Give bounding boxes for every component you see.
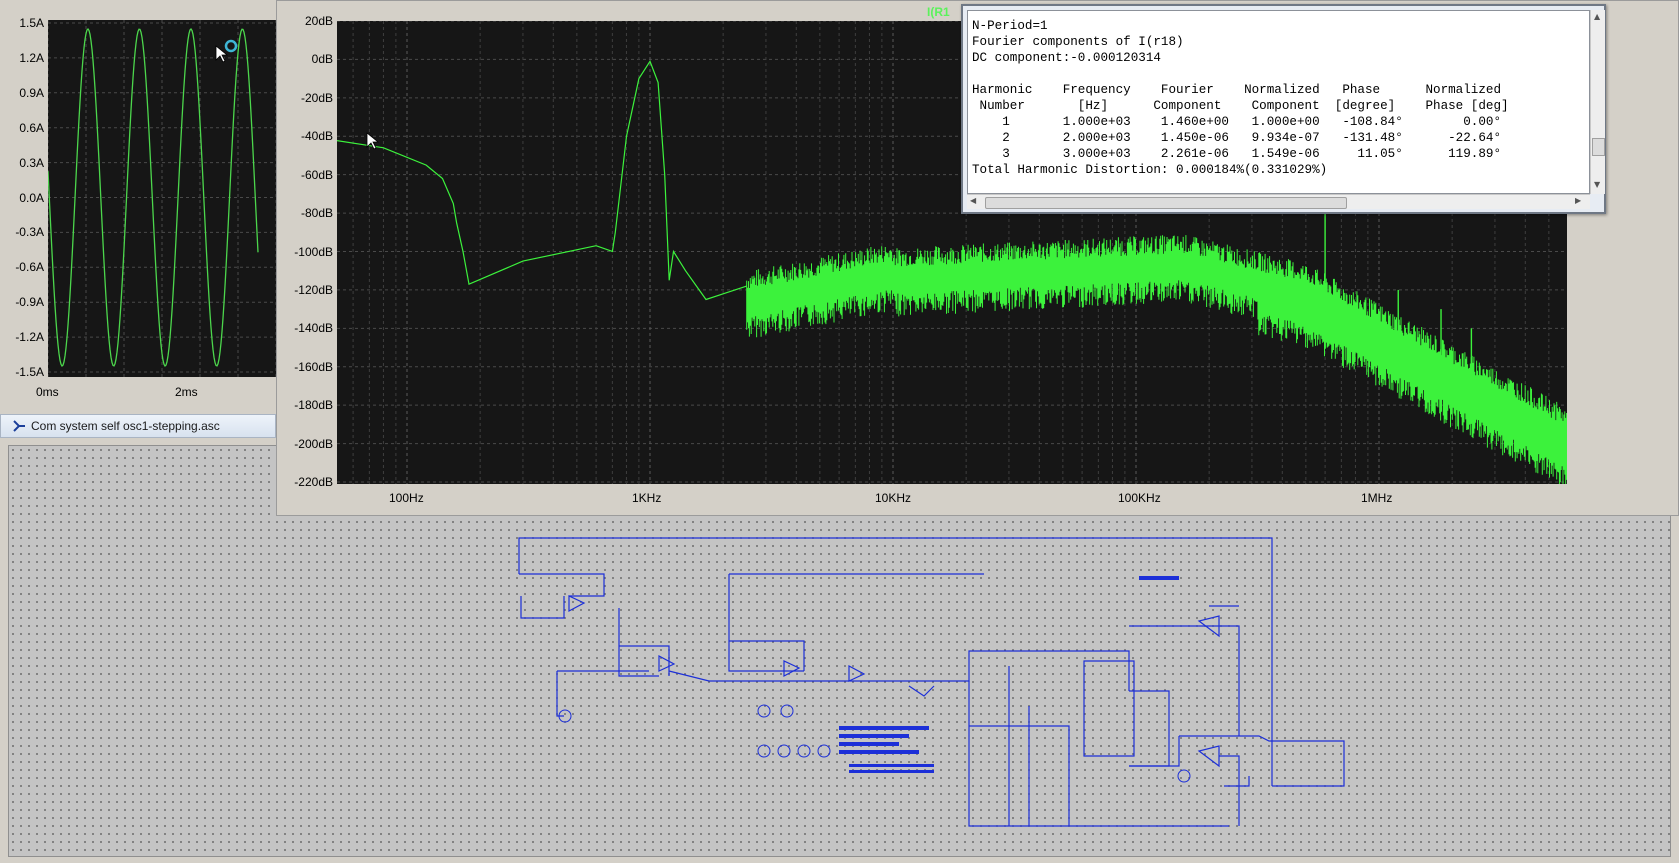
scroll-left-arrow-icon[interactable]: ◀ — [970, 196, 977, 205]
transient-y-tick: 1.2A — [19, 50, 44, 65]
busy-cursor-icon — [215, 39, 238, 63]
fourier-line: N-Period=1 — [972, 19, 1048, 33]
fft-y-tick: -120dB — [294, 282, 333, 297]
fourier-horizontal-scrollbar[interactable]: ◀ ▶ — [967, 194, 1590, 209]
transient-y-tick: -0.3A — [15, 225, 44, 240]
transient-waveform-svg — [47, 20, 277, 377]
scroll-right-arrow-icon[interactable]: ▶ — [1575, 196, 1582, 205]
fft-y-tick: -200dB — [294, 436, 333, 451]
fourier-line: 3 3.000e+03 2.261e-06 1.549e-06 11.05° 1… — [972, 147, 1502, 161]
fft-trace-noise — [746, 235, 1568, 488]
mouse-pointer-icon — [366, 132, 380, 150]
fourier-line: 1 1.000e+03 1.460e+00 1.000e+00 -108.84°… — [972, 115, 1502, 129]
schematic-circuit-drawing — [518, 537, 1345, 827]
fft-spectrum-svg — [333, 20, 1568, 488]
transient-plot-area[interactable] — [47, 20, 277, 377]
fourier-line: Fourier components of I(r18) — [972, 35, 1184, 49]
fourier-line: DC component:-0.000120314 — [972, 51, 1161, 65]
fft-trace-label[interactable]: I(R1 — [927, 5, 950, 19]
fourier-line: Harmonic Frequency Fourier Normalized Ph… — [972, 83, 1502, 97]
ltspice-schematic-icon — [13, 420, 25, 432]
fft-y-tick: 0dB — [311, 52, 333, 67]
schematic-window-titlebar[interactable]: Com system self osc1-stepping.asc — [0, 414, 276, 438]
fft-x-tick: 100KHz — [1118, 491, 1161, 505]
fft-y-tick: -80dB — [300, 206, 333, 221]
horizontal-scroll-thumb[interactable] — [985, 197, 1347, 209]
scroll-up-arrow-icon[interactable]: ▲ — [1594, 12, 1601, 21]
transient-y-tick: 0.3A — [19, 155, 44, 170]
fourier-line: Number [Hz] Component Component [degree]… — [972, 99, 1509, 113]
fft-y-tick: -160dB — [294, 359, 333, 374]
fft-y-tick: -140dB — [294, 321, 333, 336]
fft-x-tick: 100Hz — [389, 491, 424, 505]
fft-y-tick: -40dB — [300, 129, 333, 144]
fourier-vertical-scrollbar[interactable]: ▲ ▼ — [1590, 10, 1605, 194]
fft-x-tick: 10KHz — [875, 491, 912, 505]
fourier-line — [972, 66, 1585, 82]
fft-y-tick: -20dB — [300, 90, 333, 105]
transient-y-tick: 0.6A — [19, 120, 44, 135]
fft-y-tick: -180dB — [294, 398, 333, 413]
scroll-down-arrow-icon[interactable]: ▼ — [1594, 180, 1601, 189]
fourier-line: Total Harmonic Distortion: 0.000184%(0.3… — [972, 163, 1328, 177]
transient-y-tick: 0.9A — [19, 85, 44, 100]
fourier-line: 2 2.000e+03 1.450e-06 9.934e-07 -131.48°… — [972, 131, 1502, 145]
fft-y-tick: -220dB — [294, 475, 333, 489]
transient-y-tick: -0.9A — [15, 295, 44, 310]
transient-y-tick: 1.5A — [19, 16, 44, 30]
transient-plot-pane[interactable]: 1.5A 1.2A 0.9A 0.6A 0.3A 0.0A -0.3A -0.6A -0.9A -… — [0, 0, 277, 410]
transient-x-tick: 0ms — [36, 385, 59, 399]
schematic-window-title: Com system self osc1-stepping.asc — [31, 419, 220, 433]
transient-y-tick: -1.5A — [15, 365, 44, 379]
transient-y-tick: 0.0A — [19, 190, 44, 205]
fft-y-tick: -100dB — [294, 244, 333, 259]
transient-x-tick: 2ms — [175, 385, 198, 399]
fft-x-tick: 1KHz — [632, 491, 662, 505]
transient-y-tick: -0.6A — [15, 260, 44, 275]
fft-y-tick: 20dB — [304, 14, 333, 28]
vertical-scroll-thumb[interactable] — [1592, 138, 1605, 156]
fft-trace-lowfreq — [333, 59, 747, 301]
transient-trace — [47, 27, 259, 368]
fft-x-tick: 1MHz — [1361, 491, 1393, 505]
fft-y-tick: -60dB — [300, 167, 333, 182]
transient-y-tick: -1.2A — [15, 330, 44, 345]
